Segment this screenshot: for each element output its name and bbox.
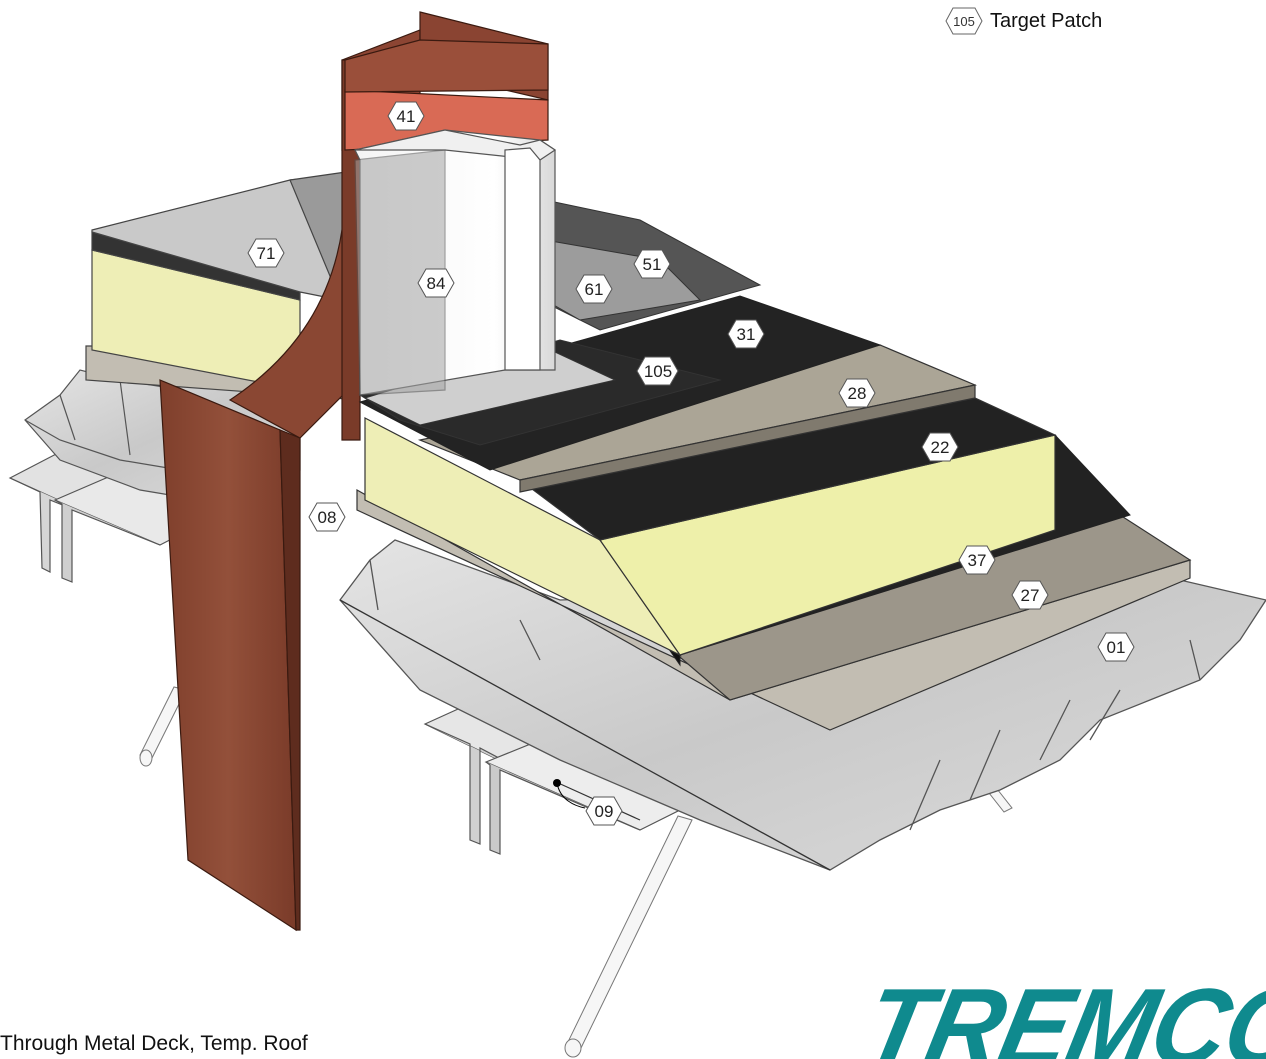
- tag-105: 105: [636, 356, 679, 386]
- tag-51: 51: [633, 249, 671, 279]
- hanger-rods: [139, 686, 1013, 1058]
- tag-28-label: 28: [848, 384, 867, 403]
- tag-71: 71: [247, 238, 285, 268]
- legend-label: Target Patch: [990, 9, 1103, 32]
- tag-61: 61: [575, 274, 613, 304]
- tag-51-label: 51: [643, 255, 662, 274]
- steel-column-main: [341, 11, 549, 441]
- tag-01: 01: [1097, 632, 1135, 662]
- tag-08: 08: [308, 502, 346, 532]
- tag-37-label: 37: [968, 551, 987, 570]
- insulation-layer: [364, 397, 1057, 657]
- tag-22-label: 22: [931, 438, 950, 457]
- hexagon-icon: [945, 7, 983, 35]
- tag-41-label: 41: [397, 107, 416, 126]
- tag-09-label: 09: [595, 802, 614, 821]
- logo-wordmark: TREMCO: [870, 970, 1266, 1059]
- tag-84: 84: [417, 268, 455, 298]
- tag-61-label: 61: [585, 280, 604, 299]
- tag-01-label: 01: [1107, 638, 1126, 657]
- tag-84-label: 84: [427, 274, 446, 293]
- drawing-caption: Through Metal Deck, Temp. Roof: [0, 1032, 308, 1055]
- tag-08-label: 08: [318, 508, 337, 527]
- tremco-logo: TREMCO: [870, 970, 1266, 1059]
- steel-column-left: [159, 199, 361, 932]
- tag-31: 31: [727, 319, 765, 349]
- tag-105-label: 105: [644, 362, 672, 381]
- legend: 105 Target Patch: [944, 6, 1102, 36]
- legend-marker: 105: [944, 6, 984, 36]
- tag-27: 27: [1011, 580, 1049, 610]
- tag-27-label: 27: [1021, 586, 1040, 605]
- tag-41: 41: [387, 101, 425, 131]
- tag-31-label: 31: [737, 325, 756, 344]
- column-flashing: [354, 129, 557, 396]
- tag-09-leader: [553, 779, 586, 809]
- legend-marker-label: 105: [953, 13, 975, 29]
- tag-22: 22: [921, 432, 959, 462]
- tag-28: 28: [838, 378, 876, 408]
- tag-09: 09: [585, 796, 623, 826]
- tag-37: 37: [958, 545, 996, 575]
- tag-71-label: 71: [257, 244, 276, 263]
